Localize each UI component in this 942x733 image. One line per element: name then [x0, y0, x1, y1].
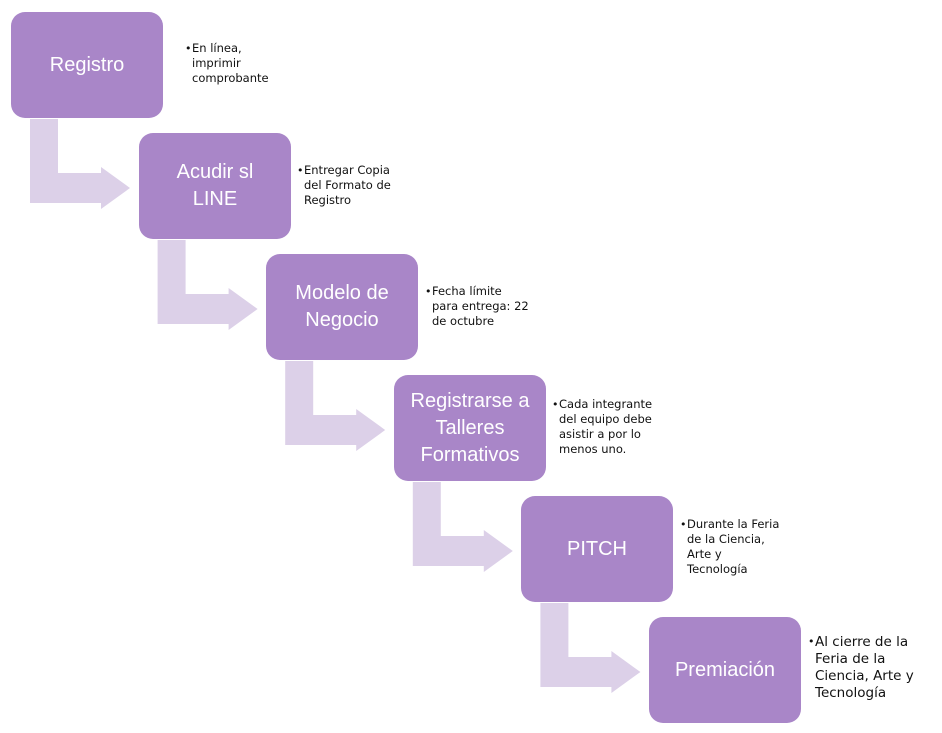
- step-note-pitch: • Durante la Feria de la Ciencia, Arte y…: [680, 517, 808, 577]
- step-title: Acudir sl LINE: [176, 161, 254, 210]
- connector-arrow: [285, 361, 386, 451]
- step-title: Registro: [49, 53, 125, 76]
- step-note-text: Entregar Copia del Formato de Registro: [304, 163, 391, 207]
- step-title: Modelo de Negocio: [295, 282, 389, 331]
- connector-arrow: [412, 482, 513, 572]
- bullet-icon: •: [425, 285, 432, 298]
- step-note-text: Fecha límite para entrega: 22 de octubre: [432, 284, 529, 328]
- connector-arrow: [30, 119, 130, 209]
- step-title: Premiación: [674, 658, 776, 681]
- step-note-text: En línea, imprimir comprobante: [192, 41, 269, 85]
- bullet-icon: •: [297, 164, 304, 177]
- step-note-text: Al cierre de la Feria de la Ciencia, Art…: [815, 634, 914, 701]
- step-note-registro: • En línea, imprimir comprobante: [185, 41, 313, 86]
- step-note-modelo-negocio: • Fecha límite para entrega: 22 de octub…: [425, 284, 553, 329]
- step-box-acudir-line: Acudir sl LINE: [139, 133, 291, 239]
- connector-arrow: [540, 603, 641, 693]
- bullet-icon: •: [552, 398, 559, 411]
- bullet-icon: •: [808, 635, 815, 648]
- step-note-text: Cada integrante del equipo debe asistir …: [559, 397, 653, 456]
- step-box-pitch: PITCH: [521, 496, 673, 602]
- step-box-premiacion: Premiación: [649, 617, 801, 723]
- step-title: PITCH: [567, 537, 627, 560]
- step-box-registro: Registro: [11, 12, 163, 118]
- step-note-acudir-line: • Entregar Copia del Formato de Registro: [297, 163, 425, 208]
- bullet-icon: •: [680, 518, 687, 531]
- connector-arrow: [157, 240, 258, 330]
- step-box-talleres: Registrarse a Talleres Formativos: [394, 375, 546, 481]
- step-title: Registrarse a Talleres Formativos: [410, 389, 530, 466]
- step-note-text: Durante la Feria de la Ciencia, Arte y T…: [687, 517, 780, 576]
- step-box-modelo-negocio: Modelo de Negocio: [266, 254, 418, 360]
- step-note-talleres: • Cada integrante del equipo debe asisti…: [552, 397, 680, 457]
- step-note-premiacion: • Al cierre de la Feria de la Ciencia, A…: [808, 634, 936, 702]
- bullet-icon: •: [185, 42, 192, 55]
